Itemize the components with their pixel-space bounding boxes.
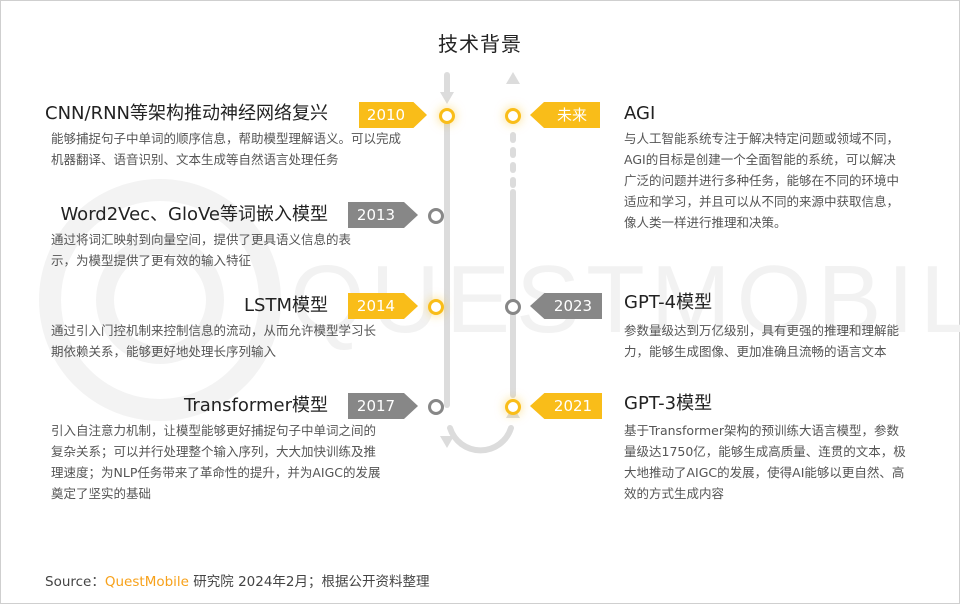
event-heading-gpt3: GPT-3模型 — [624, 393, 713, 414]
event-heading-agi: AGI — [624, 103, 656, 124]
year-tag-2010: 2010 — [359, 102, 427, 128]
event-heading-2010: CNN/RNN等架构推动神经网络复兴 — [45, 103, 328, 124]
event-heading-2013: Word2Vec、GloVe等词嵌入模型 — [60, 204, 328, 225]
arrow-down-icon — [440, 92, 454, 104]
source-brand: QuestMobile — [104, 574, 189, 590]
year-tag-label: 2017 — [356, 397, 396, 415]
timeline-node-future — [505, 108, 521, 124]
event-description-2017: 引入自注意力机制，让模型能够更好捕捉句子中单词之间的复杂关系；可以并行处理整个输… — [51, 423, 381, 501]
year-tag-label: 2021 — [553, 397, 593, 415]
u-turn-curve — [447, 425, 514, 454]
timeline-node-2014 — [428, 299, 444, 315]
event-heading-2017: Transformer模型 — [183, 395, 328, 416]
event-description-agi: 与人工智能系统专注于解决特定问题或领域不同，AGI的目标是创建一个全面智能的系统… — [624, 131, 900, 230]
year-tag-2021: 2021 — [530, 393, 602, 419]
event-heading-2014: LSTM模型 — [244, 295, 328, 316]
arrow-up-icon — [506, 72, 520, 84]
year-tag-label: 未来 — [556, 106, 587, 124]
event-description-gpt3: 基于Transformer架构的预训练大语言模型，参数量级达1750亿，能够生成… — [624, 423, 906, 501]
event-description-2013: 通过将词汇映射到向量空间，提供了更具语义信息的表示，为模型提供了更有效的输入特征 — [51, 232, 352, 268]
year-tag-label: 2023 — [553, 297, 593, 315]
source-suffix: 研究院 2024年2月；根据公开资料整理 — [188, 574, 430, 590]
timeline-node-2021 — [505, 399, 521, 415]
page-title: 技术背景 — [438, 32, 522, 56]
year-tag-2013: 2013 — [348, 202, 418, 228]
year-tag-2014: 2014 — [348, 293, 418, 319]
timeline-node-2017 — [428, 399, 444, 415]
source-note: Source：QuestMobile 研究院 2024年2月；根据公开资料整理 — [45, 570, 430, 590]
event-heading-gpt4: GPT-4模型 — [624, 292, 713, 313]
watermark-logo-ring — [39, 179, 281, 421]
year-tag-label: 2013 — [356, 206, 396, 224]
year-tag-label: 2010 — [366, 106, 406, 124]
arrow-down-icon-bottom — [440, 436, 454, 448]
timeline-node-2023 — [505, 299, 521, 315]
year-tag-2017: 2017 — [348, 393, 418, 419]
event-description-2014: 通过引入门控机制来控制信息的流动，从而允许模型学习长期依赖关系，能够更好地处理长… — [51, 323, 377, 359]
source-prefix: Source： — [45, 574, 105, 590]
timeline-node-2013 — [428, 208, 444, 224]
event-description-2010: 能够捕捉句子中单词的顺序信息，帮助模型理解语义。可以完成机器翻译、语音识别、文本… — [51, 131, 402, 167]
event-description-gpt4: 参数量级达到万亿级别，具有更强的推理和理解能力，能够生成图像、更加准确且流畅的语… — [624, 323, 900, 359]
year-tag-label: 2014 — [356, 297, 396, 315]
year-tag-2023: 2023 — [530, 293, 602, 319]
watermark-logo-inner — [96, 236, 224, 364]
timeline-node-2010 — [439, 108, 455, 124]
year-tag-future: 未来 — [530, 102, 600, 128]
